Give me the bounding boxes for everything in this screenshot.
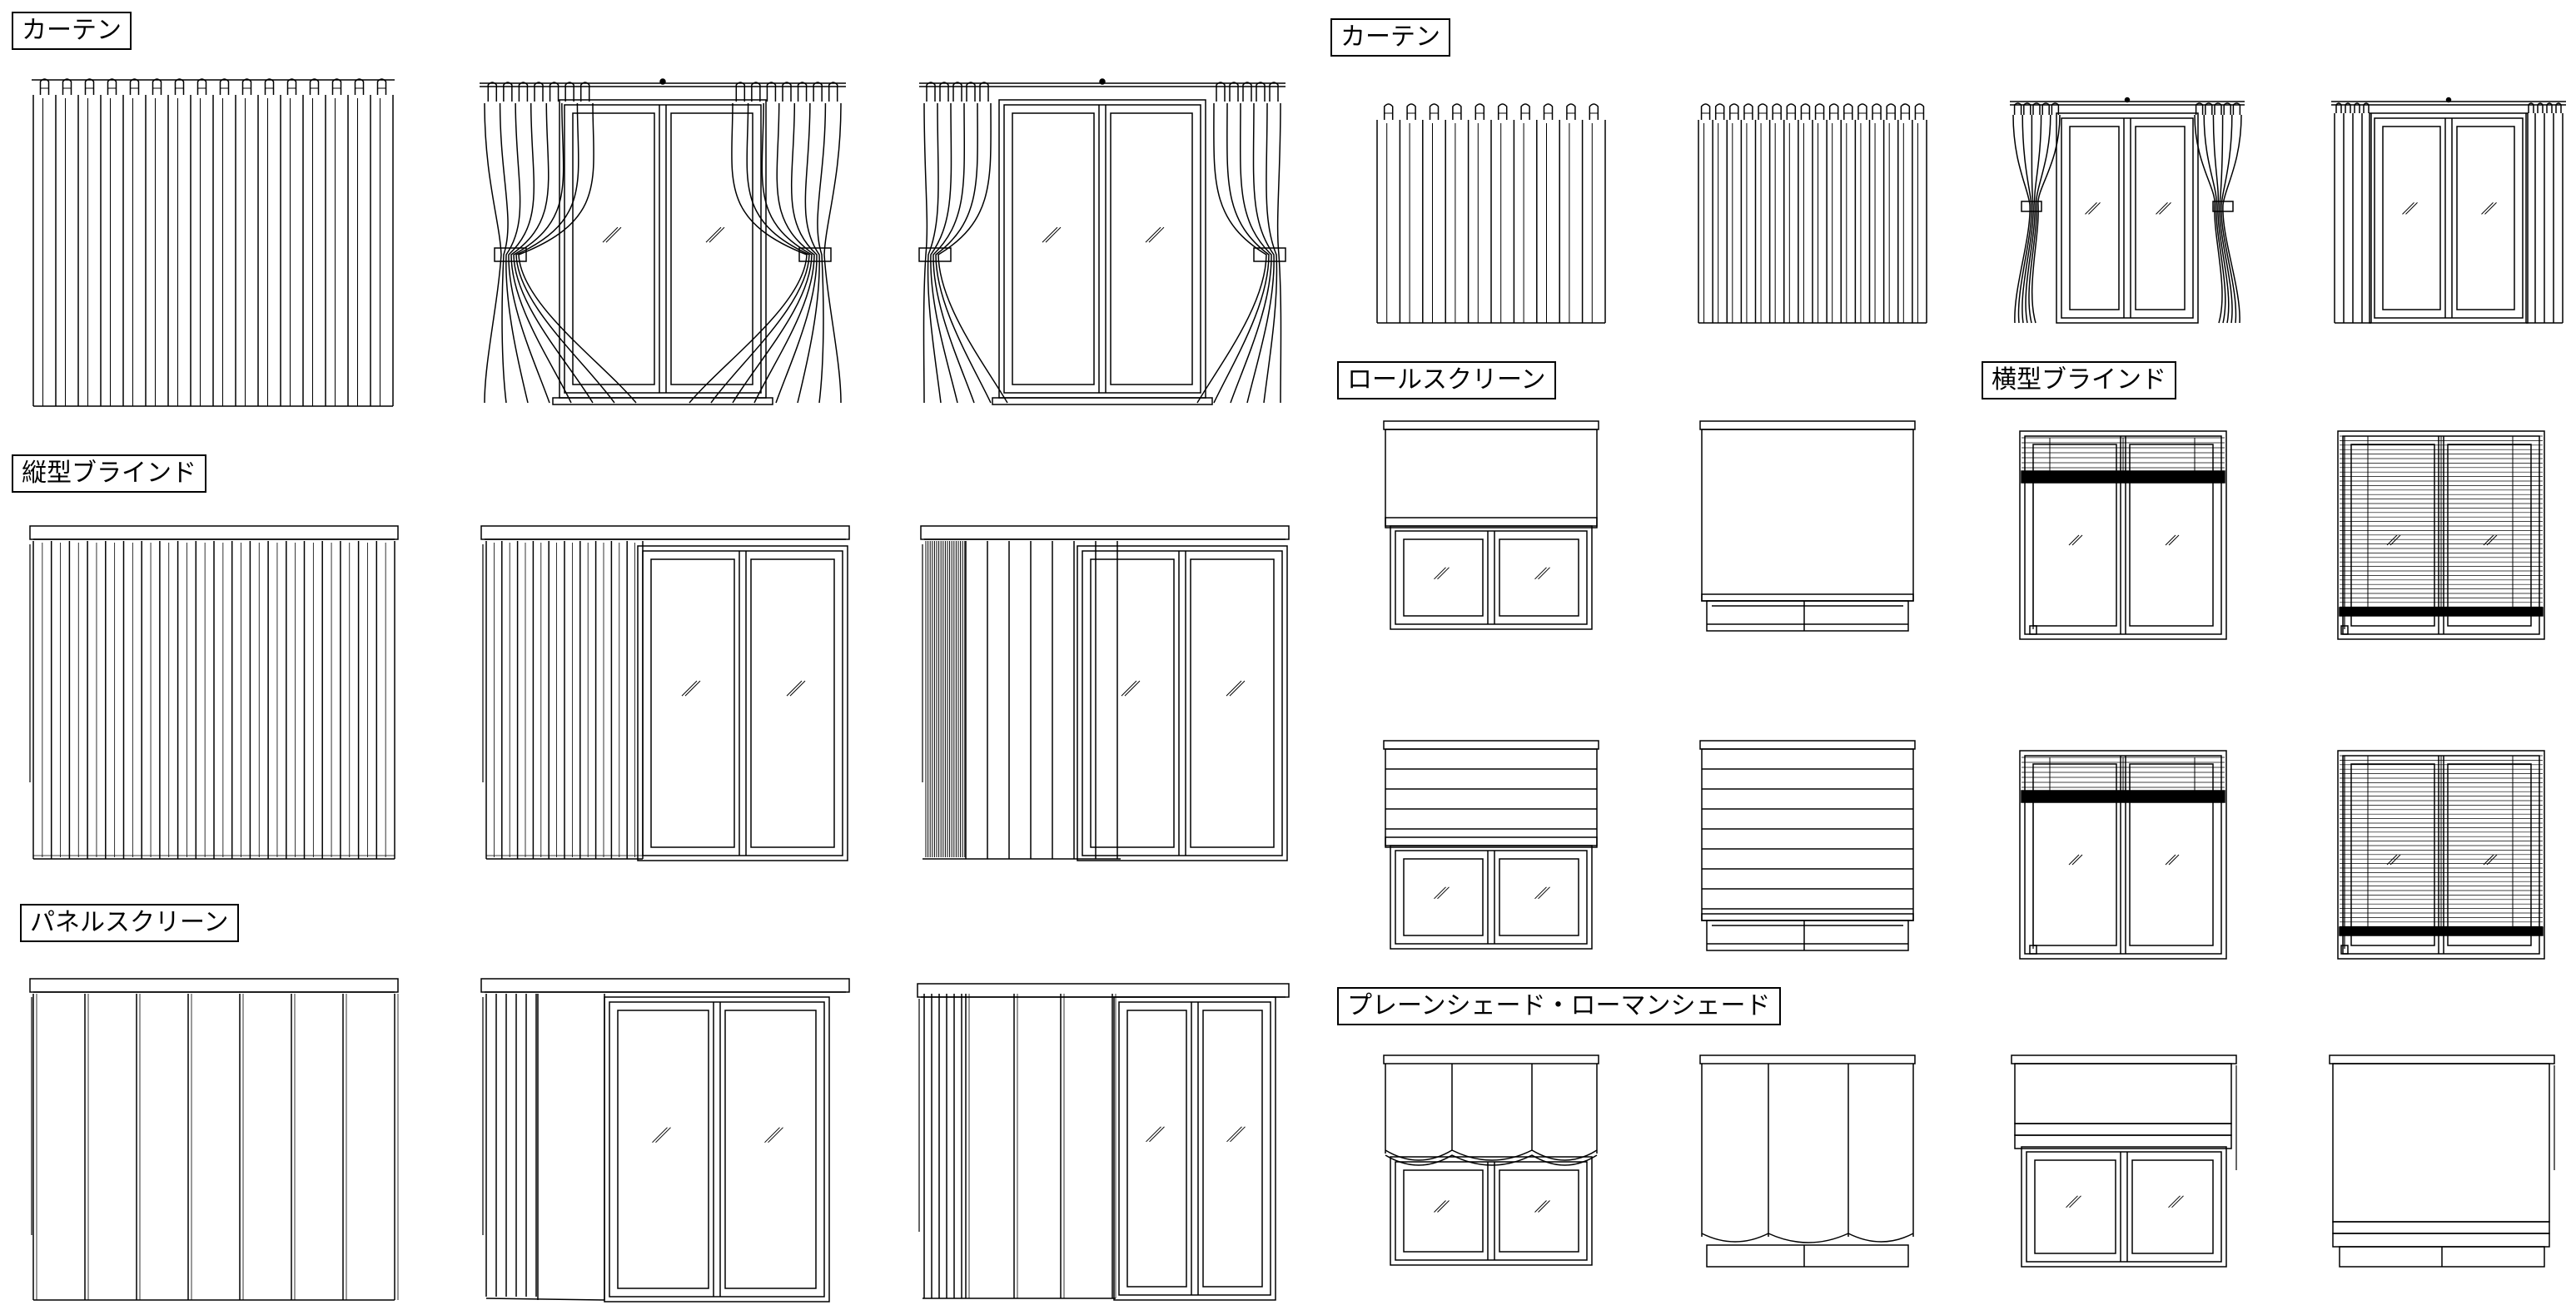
- curtain-tied-large-1: [480, 78, 846, 411]
- roll-screen-up: [1382, 419, 1602, 636]
- vblind-open: [919, 524, 1290, 862]
- section-label-curtain-right: カーテン: [1330, 18, 1450, 57]
- roman-shade-lowered: [2328, 1054, 2558, 1272]
- roll-screen-striped-up: [1382, 739, 1602, 957]
- section-label-roll-screen: ロールスクリーン: [1337, 361, 1556, 399]
- curtain-closed-large: [30, 80, 396, 409]
- section-label-plain-roman-shade: プレーンシェード・ローマンシェード: [1337, 987, 1781, 1025]
- panel-screen-closed: [28, 977, 400, 1302]
- curtain-closed-small-1: [1374, 97, 1609, 330]
- roll-screen-down: [1698, 419, 1918, 636]
- hblind-raised-2: [2018, 749, 2231, 959]
- hblind-raised-1: [2018, 429, 2231, 643]
- section-label-horizontal-blind: 横型ブラインド: [1982, 361, 2176, 399]
- section-label-panel-screen: パネルスクリーン: [20, 904, 239, 942]
- section-label-vertical-blind: 縦型ブラインド: [12, 454, 206, 493]
- plain-shade-raised: [1382, 1054, 1602, 1272]
- curtain-tied-small-2: [2331, 97, 2566, 330]
- vblind-closed: [28, 524, 400, 862]
- roman-shade-raised: [2010, 1054, 2240, 1272]
- vblind-half-open: [480, 524, 851, 862]
- panel-screen-open: [916, 982, 1290, 1302]
- curtain-tied-large-2: [919, 78, 1286, 411]
- curtain-closed-small-2: [1695, 97, 1930, 330]
- curtain-tied-small-1: [2010, 97, 2245, 330]
- section-label-curtain-left: カーテン: [12, 12, 132, 50]
- roll-screen-striped-down: [1698, 739, 1918, 957]
- panel-screen-half-open: [480, 977, 851, 1302]
- hblind-lowered-2: [2336, 749, 2549, 959]
- hblind-lowered-1: [2336, 429, 2549, 643]
- plain-shade-lowered: [1698, 1054, 1918, 1272]
